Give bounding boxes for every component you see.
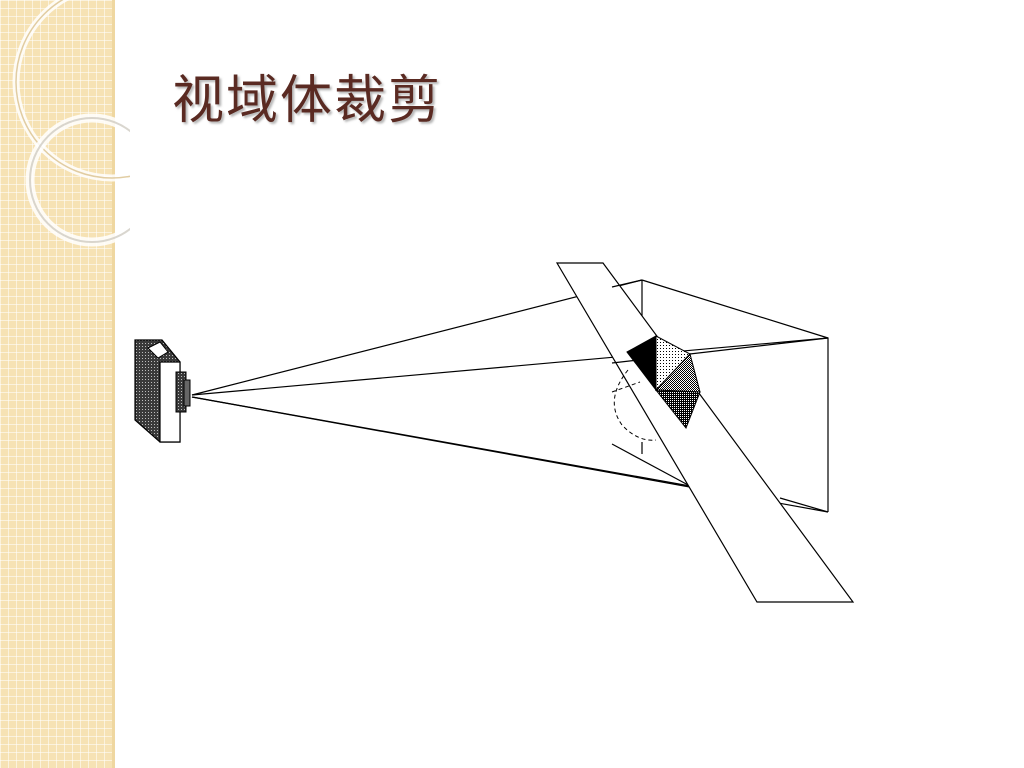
clipped-object-outline xyxy=(611,369,657,441)
camera xyxy=(134,339,191,443)
object-pyramid xyxy=(626,335,701,429)
pyramid-face-bottom xyxy=(654,389,701,429)
deco-ring-large-outline xyxy=(15,0,130,179)
frustum-inner-edge xyxy=(611,443,691,487)
far-plane-bottom xyxy=(779,497,829,513)
decorative-rings xyxy=(12,0,130,247)
frustum-edge-bottom xyxy=(191,396,691,487)
slide-title: 视域体裁剪 xyxy=(172,71,443,131)
clipping-plane xyxy=(555,262,855,603)
side-band-edge xyxy=(112,0,115,768)
frustum-edge-right-top xyxy=(191,337,829,396)
deco-ring-small-outline xyxy=(29,117,130,243)
camera-lens-front xyxy=(183,379,191,407)
frustum-edge-top xyxy=(191,279,643,396)
frustum-segment-top xyxy=(611,279,643,288)
camera-side xyxy=(159,361,181,443)
clipped-outline-curve xyxy=(613,369,657,441)
clipped-outline-edge xyxy=(611,381,641,393)
camera-viewfinder xyxy=(147,341,169,359)
